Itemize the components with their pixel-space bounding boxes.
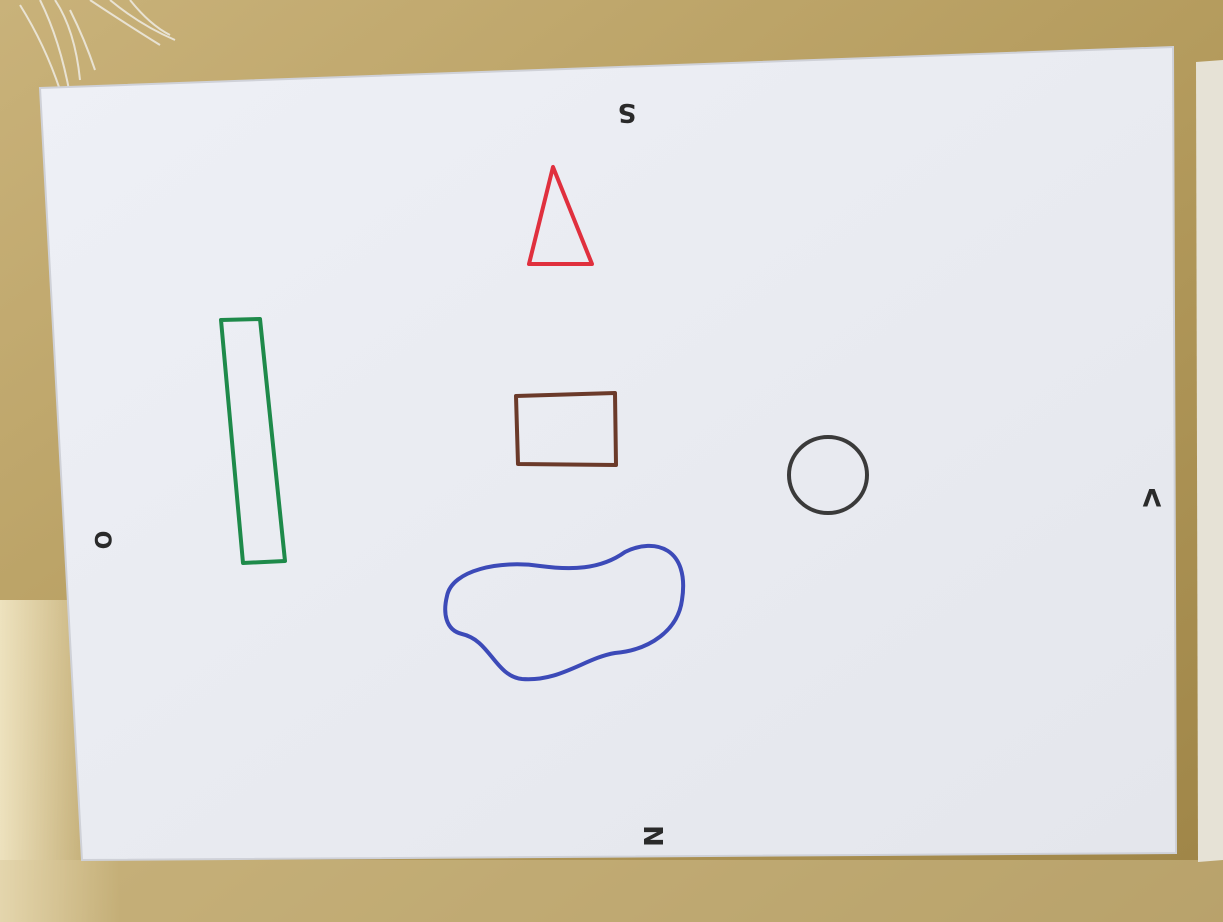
paper-sheet [40, 47, 1176, 860]
marking-bottom: N [637, 825, 667, 847]
marking-right: V [1142, 483, 1161, 511]
second-paper-edge [1196, 60, 1223, 862]
marking-top: S [618, 97, 637, 127]
table-glare-bottom [0, 860, 1223, 922]
marking-left: O [89, 531, 114, 550]
